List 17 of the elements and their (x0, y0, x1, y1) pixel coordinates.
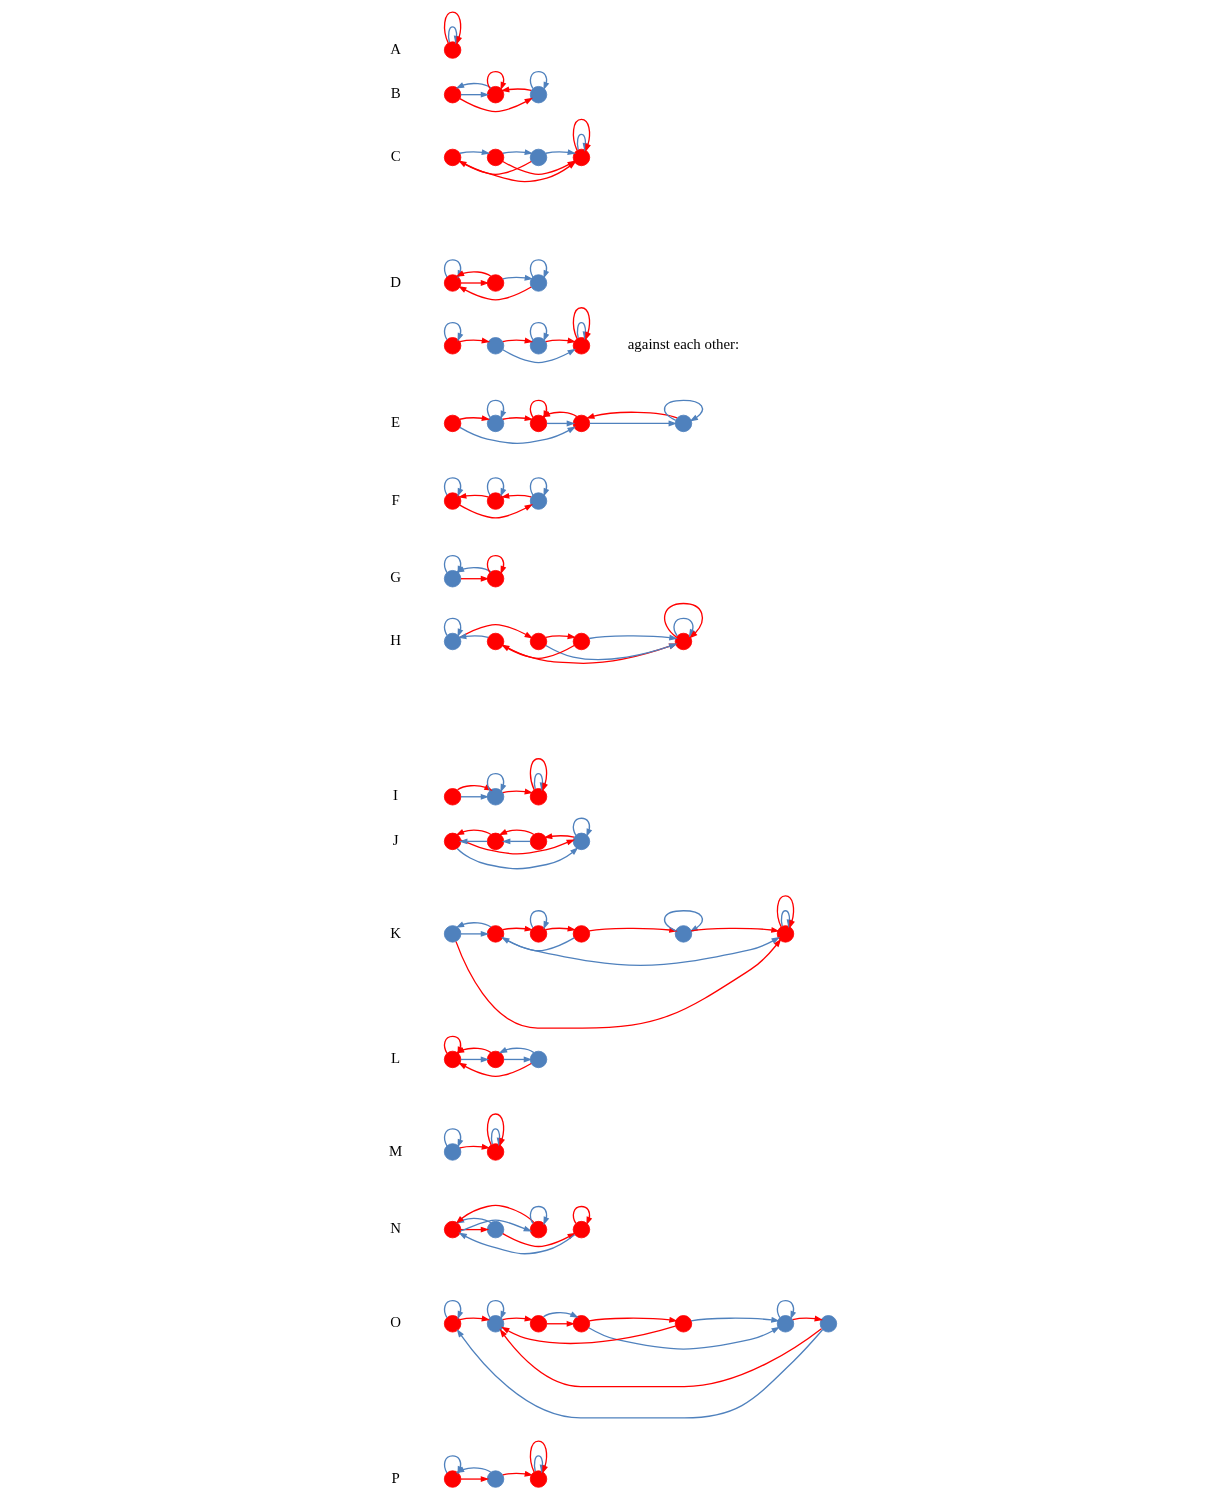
label: D (389, 273, 401, 290)
label: N (389, 1220, 401, 1237)
label: C (390, 148, 401, 165)
label: I (392, 787, 398, 804)
label: K (389, 924, 401, 941)
label: A (389, 40, 401, 57)
label: E (390, 414, 400, 431)
label: J (392, 832, 398, 849)
label: H (389, 632, 401, 649)
label: B (390, 85, 401, 102)
label: O (389, 1314, 401, 1331)
label: against each other: (627, 336, 739, 353)
label: P (390, 1469, 400, 1486)
label: F (390, 491, 400, 508)
label: L (390, 1050, 400, 1067)
label: G (389, 569, 401, 586)
label: M (388, 1142, 402, 1159)
